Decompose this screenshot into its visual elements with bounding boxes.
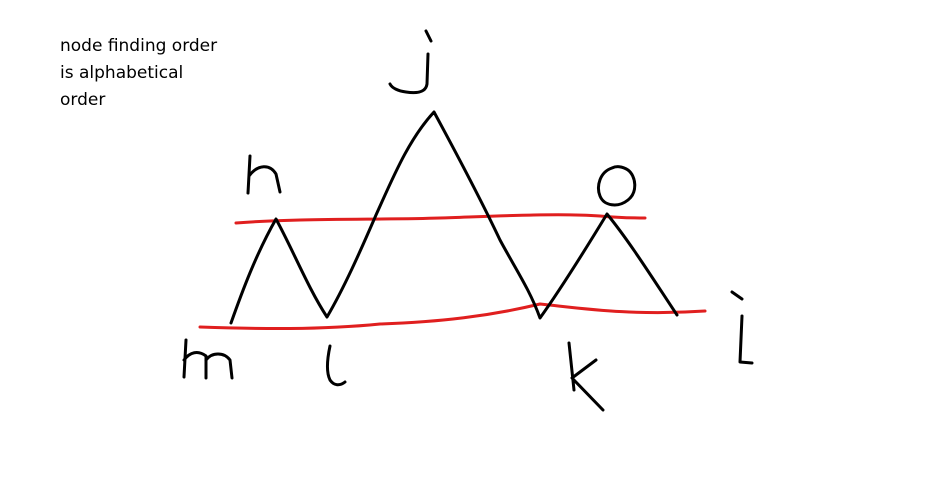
- node-l-glyph: [325, 344, 347, 387]
- note-text: node finding order is alphabetical order: [60, 33, 217, 114]
- note-line-1: node finding order: [60, 36, 218, 56]
- node-i-glyph: [730, 290, 754, 365]
- node-letters: [182, 29, 754, 412]
- upper-threshold-line: [234, 213, 647, 225]
- note-line-2: is alphabetical: [60, 63, 184, 83]
- node-path: [229, 110, 679, 325]
- threshold-lines: [198, 213, 707, 331]
- node-o-glyph: [597, 165, 637, 207]
- node-m-glyph: [182, 338, 234, 380]
- node-j-glyph: [388, 29, 433, 95]
- lower-threshold-line: [198, 302, 707, 331]
- node-k-glyph: [567, 341, 605, 412]
- node-n-glyph: [246, 154, 282, 195]
- note-line-3: order: [60, 90, 106, 110]
